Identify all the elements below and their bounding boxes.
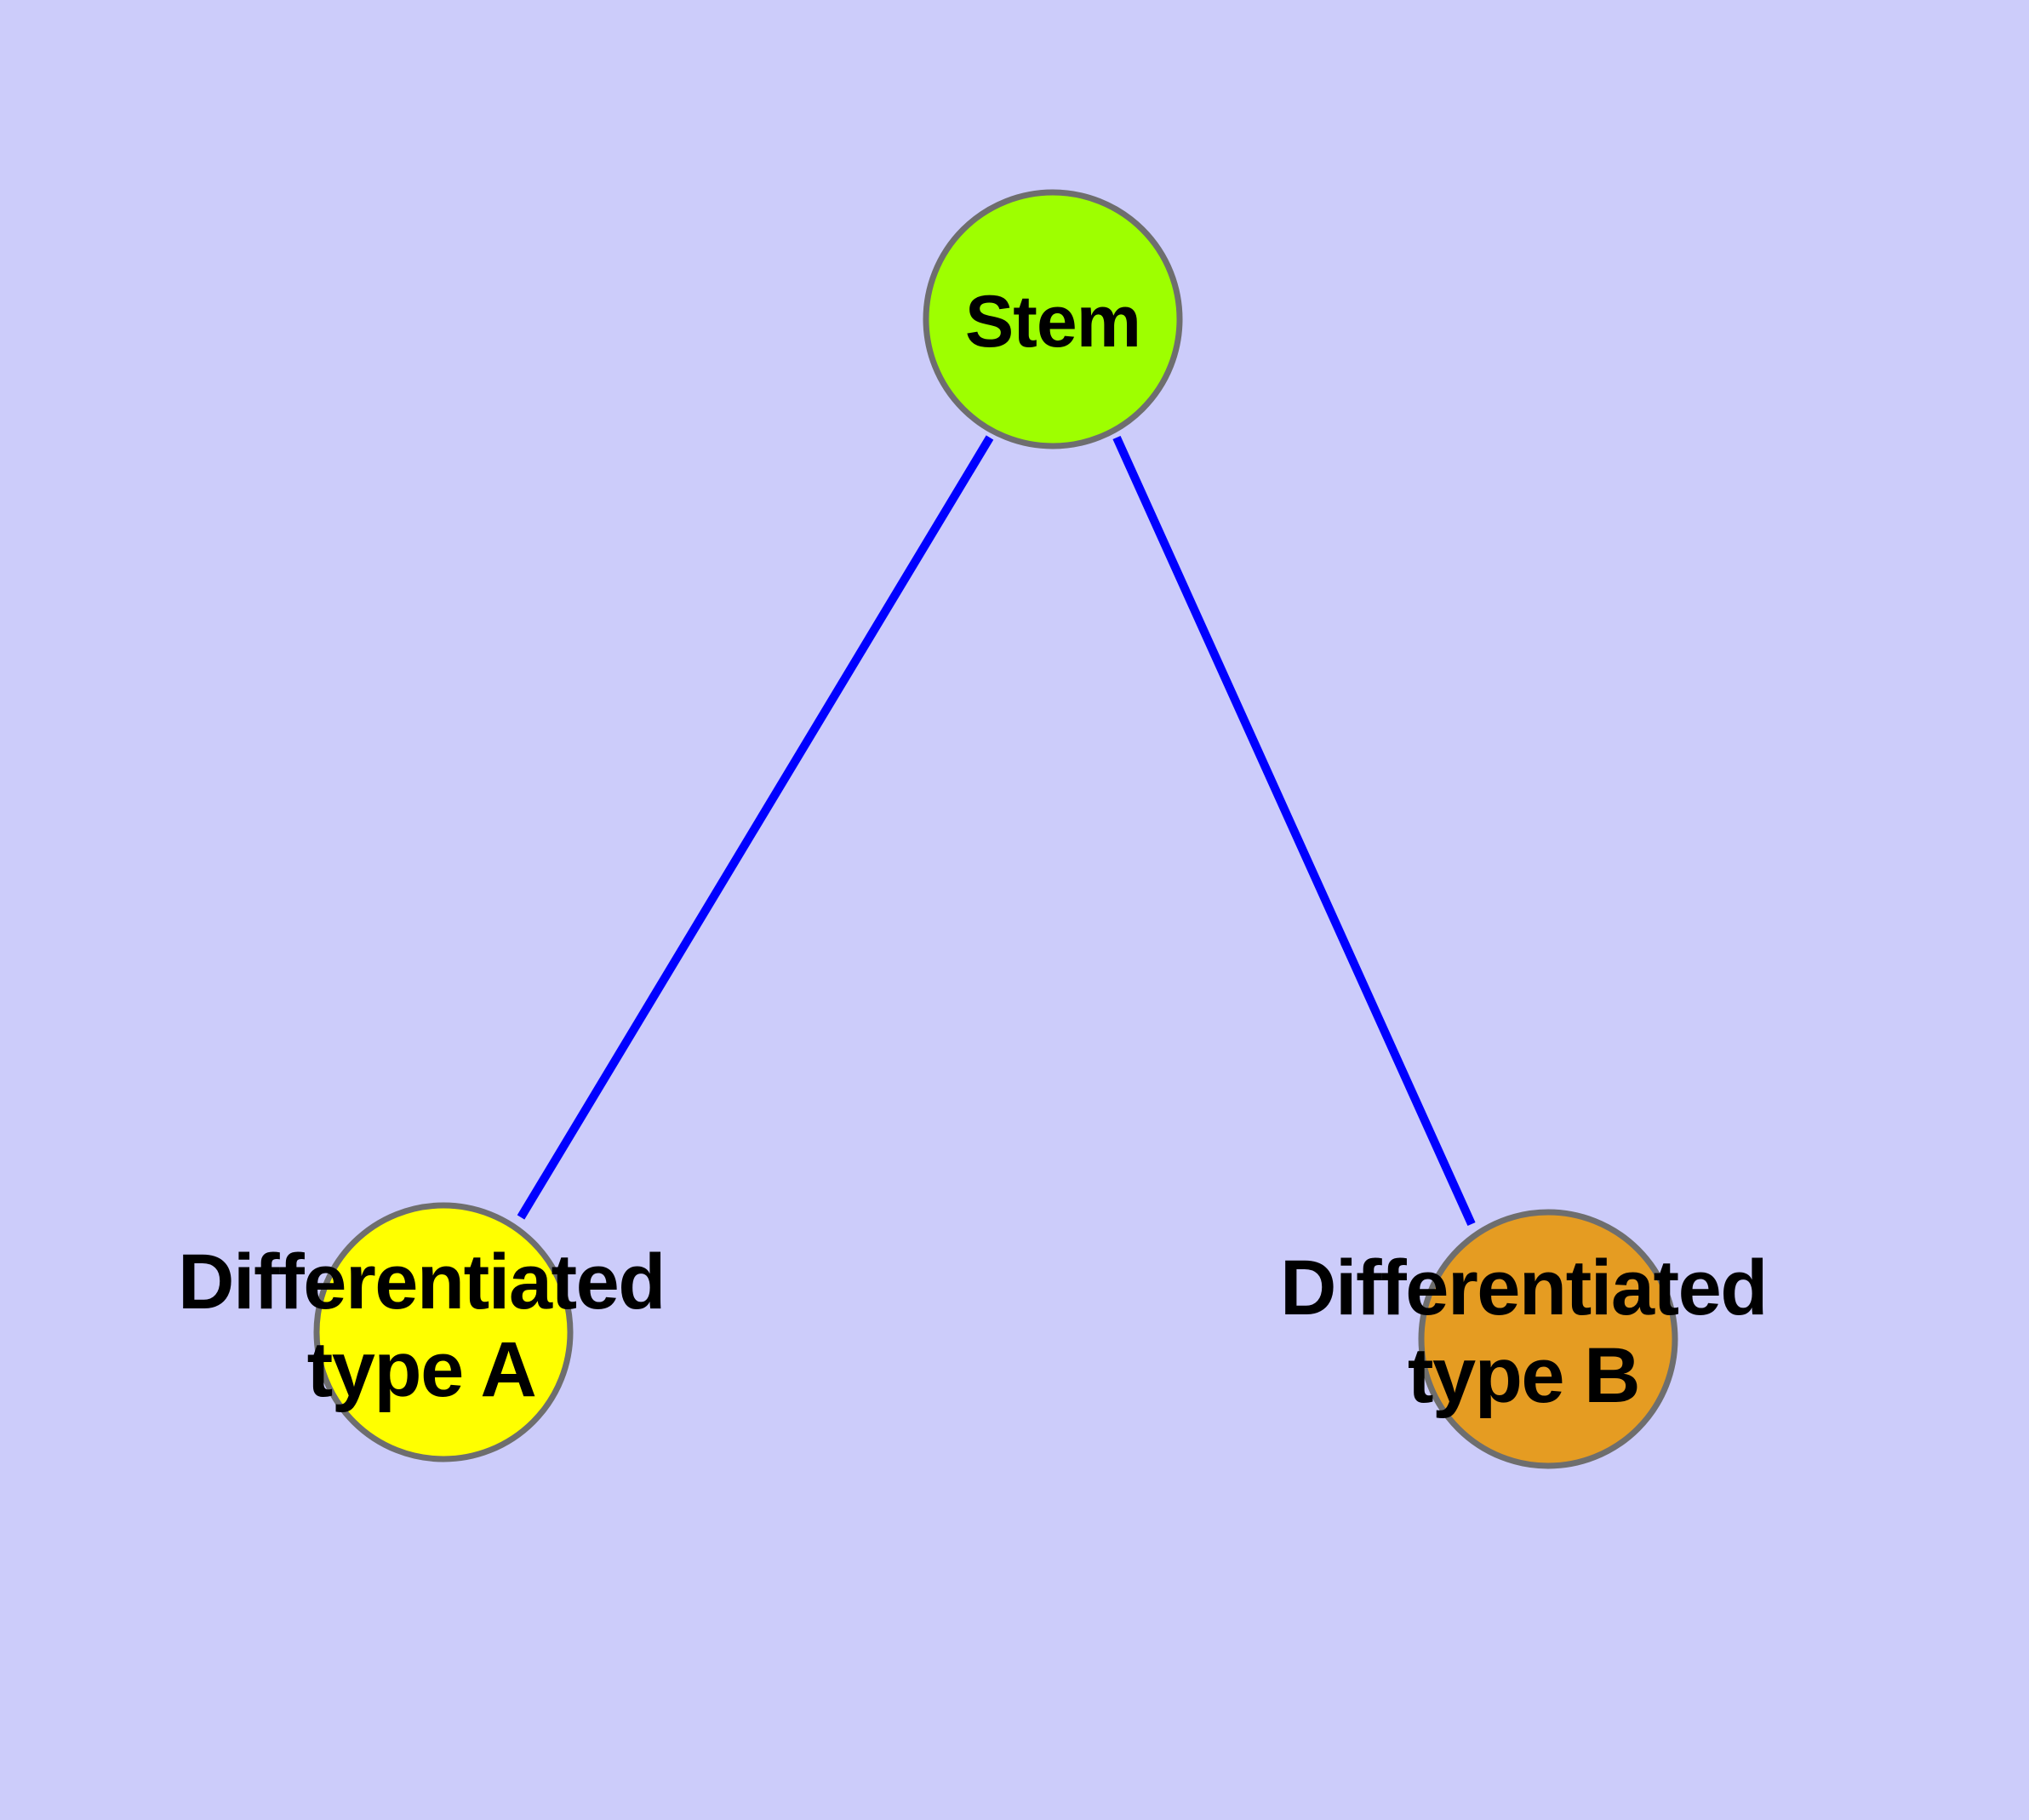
node-diff-b[interactable] — [1418, 1209, 1678, 1469]
edge-stem-to-a — [517, 435, 994, 1220]
node-layer — [313, 189, 1678, 1469]
node-stem[interactable] — [923, 189, 1183, 449]
edge-stem-to-b — [1112, 435, 1476, 1227]
node-diff-a[interactable] — [313, 1202, 574, 1462]
edge-layer — [517, 435, 1476, 1227]
